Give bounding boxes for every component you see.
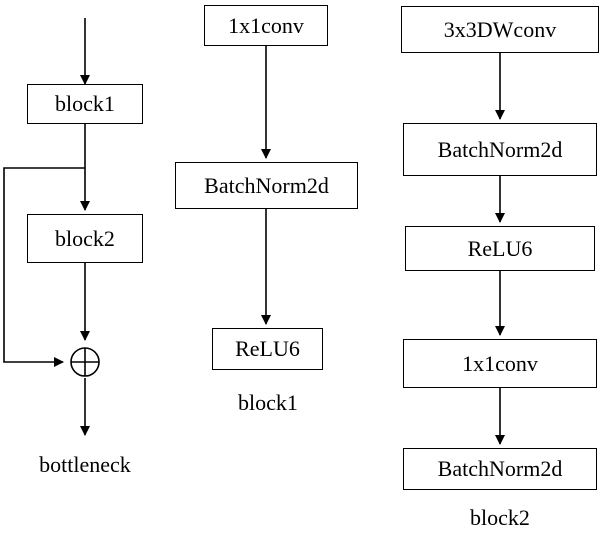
skip-connection <box>3 167 85 367</box>
b2-batchnorm-box-2: BatchNorm2d <box>403 448 597 490</box>
b2-1x1conv-box: 1x1conv <box>403 339 597 388</box>
bottleneck-caption: bottleneck <box>39 452 131 477</box>
block2-caption: block2 <box>470 505 530 530</box>
b2-dwconv-box: 3x3DWconv <box>401 6 599 53</box>
b2-batchnorm-box-1: BatchNorm2d <box>403 123 597 176</box>
block2-box: block2 <box>27 214 143 263</box>
block1-box: block1 <box>27 84 143 124</box>
b1-relu6-box: ReLU6 <box>212 328 323 370</box>
b2-relu6-box: ReLU6 <box>405 226 595 271</box>
block1-caption: block1 <box>238 390 298 415</box>
b1-batchnorm-box: BatchNorm2d <box>175 162 358 209</box>
b1-1x1conv-box: 1x1conv <box>204 5 328 46</box>
